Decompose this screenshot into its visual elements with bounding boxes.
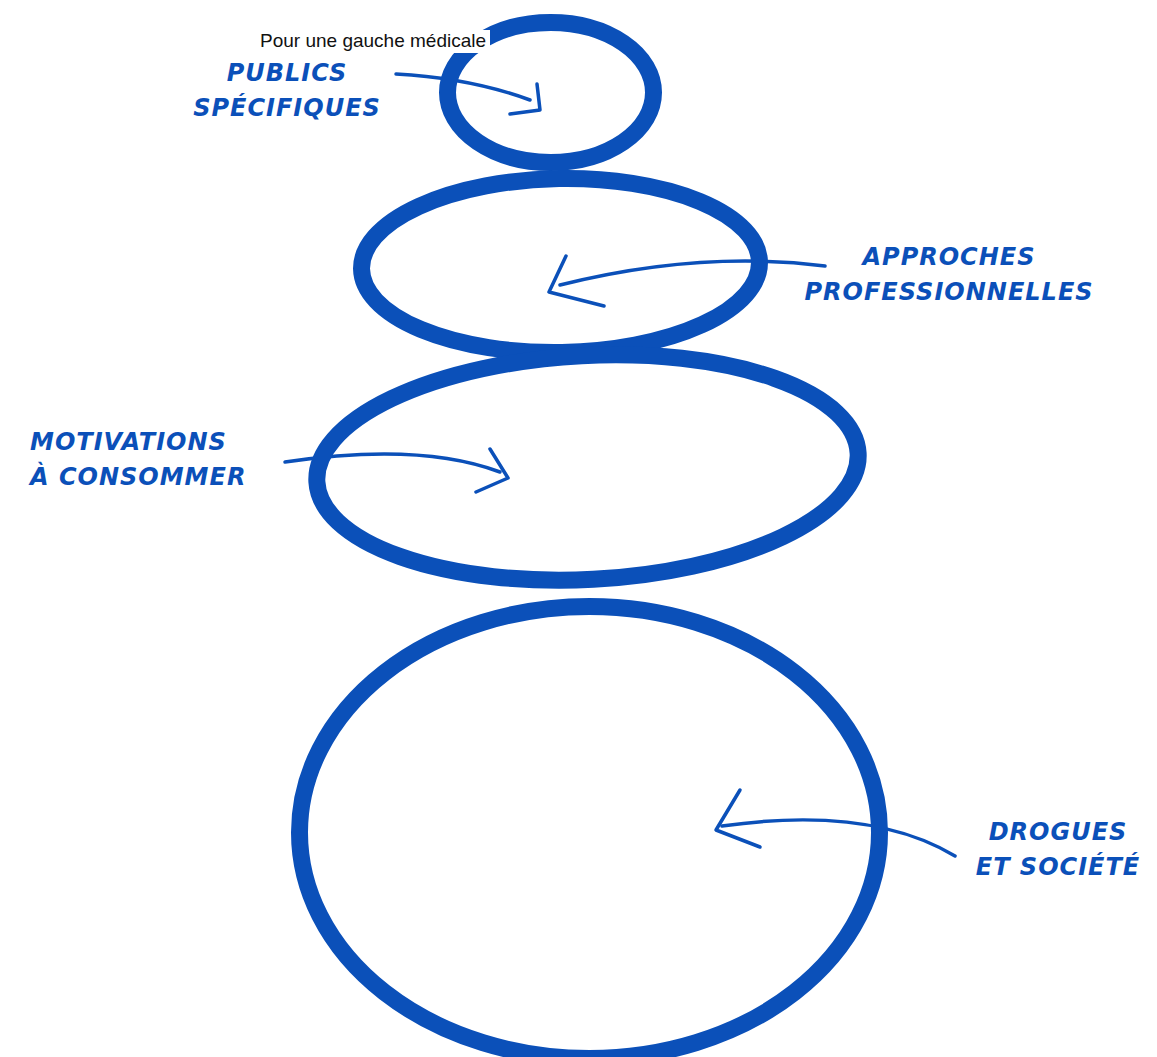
arrow-head [549,256,604,306]
stone-outline [353,170,768,361]
stone-label: PUBLICS SPÉCIFIQUES [190,56,384,126]
stone-shape: DROGUES ET SOCIÉTÉ [291,598,888,1057]
leader-line [396,74,530,100]
arrow-head [510,84,540,114]
leader-line [722,820,955,856]
stone-ellipse [360,175,761,356]
stone-shape: APPROCHES PROFESSIONNELLES [353,170,768,361]
stone-outline [308,347,867,588]
stone-ellipse [299,606,879,1057]
stone-label: MOTIVATIONS À CONSOMMER [30,425,253,495]
stone-ellipse [447,22,653,162]
page-title: Pour une gauche médicale [256,30,490,53]
arrow-head [716,790,760,847]
stone-label: DROGUES ET SOCIÉTÉ [973,815,1144,885]
leader-line [560,261,825,285]
arrow-head [476,449,508,492]
stone-ellipse [311,341,864,593]
stone-label: APPROCHES PROFESSIONNELLES [801,240,1097,310]
stone-outline [291,598,888,1057]
stone-shape: MOTIVATIONS À CONSOMMER [308,347,867,588]
